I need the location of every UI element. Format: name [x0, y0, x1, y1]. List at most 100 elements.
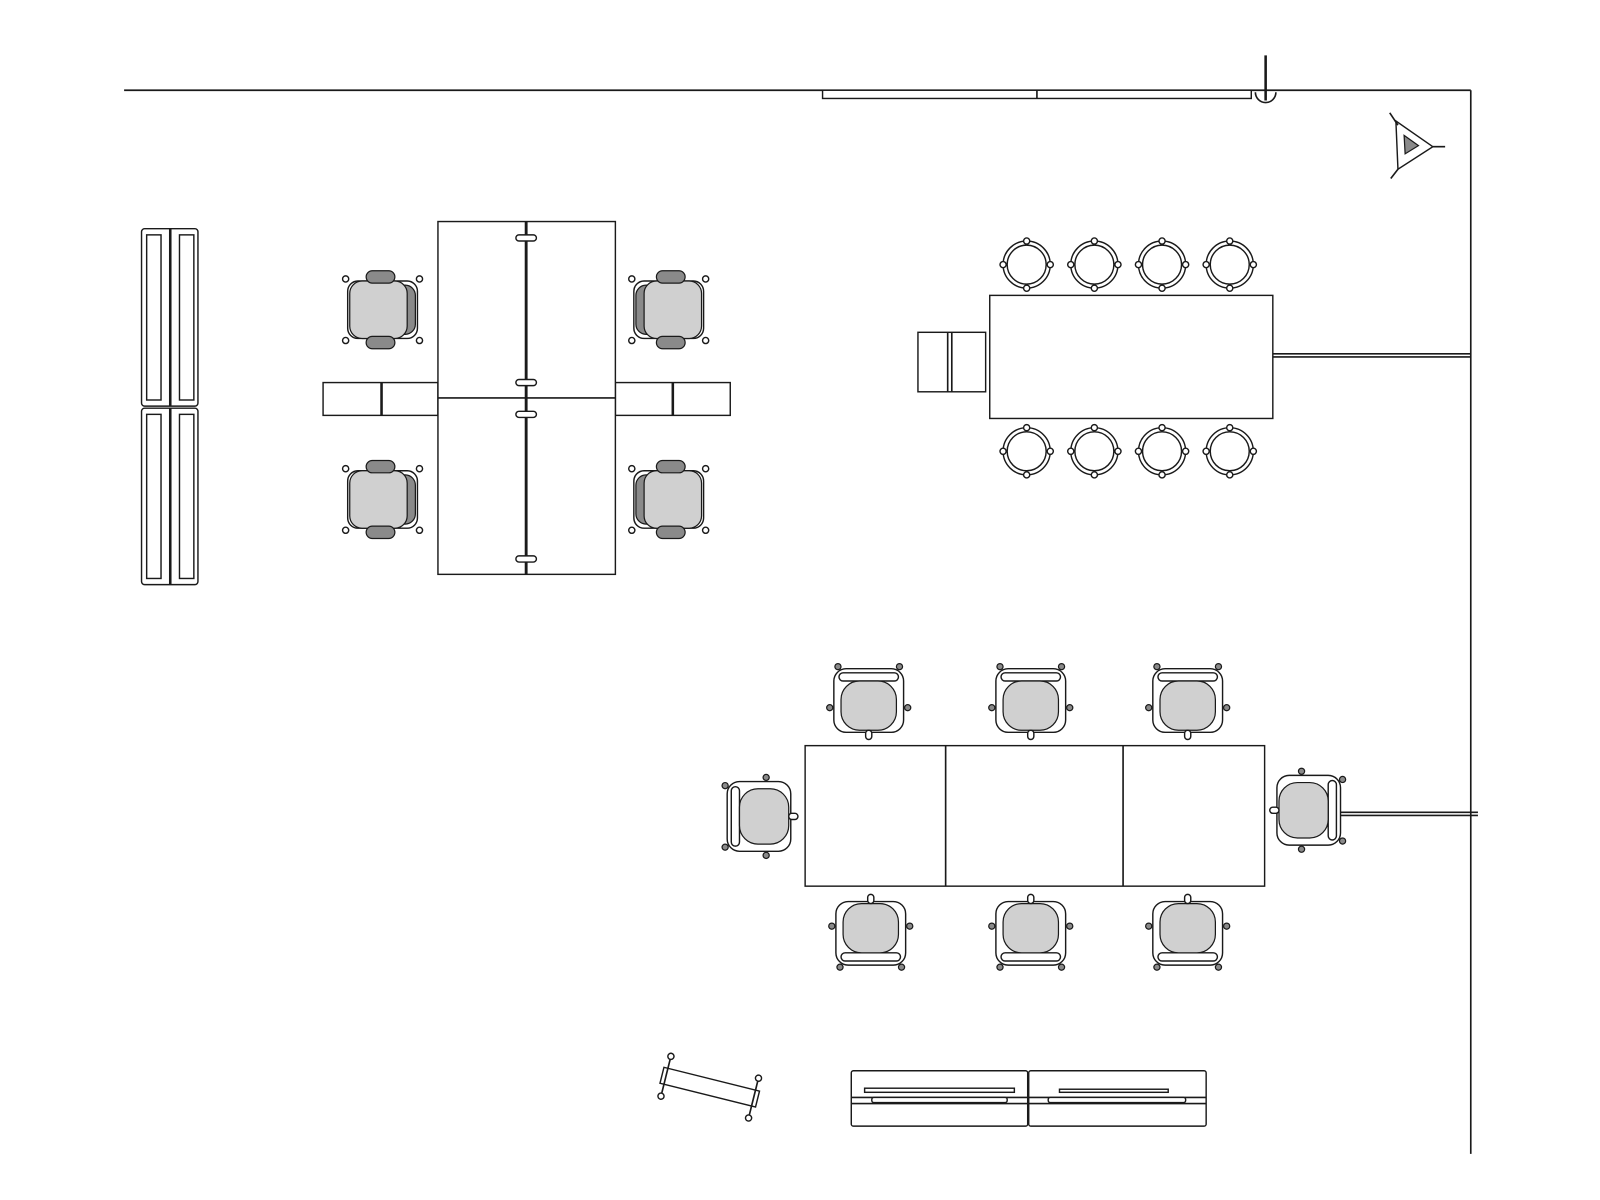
credenza-handle	[871, 1096, 1008, 1104]
round-chair[interactable]	[1066, 423, 1122, 479]
meeting-chair[interactable]	[1269, 767, 1347, 853]
round-chair[interactable]	[1066, 237, 1122, 292]
bench-foot	[754, 1074, 763, 1082]
round-chair[interactable]	[1202, 423, 1258, 479]
chair-arm	[365, 270, 396, 284]
chair-back	[1327, 779, 1338, 841]
chair-back	[838, 672, 900, 682]
chair-glide	[1134, 447, 1143, 456]
door-swing	[1254, 92, 1277, 104]
screen-clip	[515, 234, 538, 242]
chair-glide	[999, 447, 1007, 456]
chair-caster	[836, 963, 844, 971]
meeting-chair[interactable]	[826, 662, 912, 741]
chair-glide	[1158, 284, 1166, 292]
chair-caster	[341, 526, 350, 535]
meeting-chair[interactable]	[721, 773, 799, 860]
cabinet-panel	[178, 234, 195, 401]
chair-glide	[1022, 471, 1031, 479]
chair-glide	[1066, 260, 1075, 269]
chair-caster	[762, 851, 770, 860]
conference-area-lower[interactable]	[804, 744, 1266, 887]
chair-glide	[1022, 284, 1031, 292]
media-cart	[917, 331, 987, 393]
chair-glide	[1090, 471, 1099, 479]
task-chair[interactable]	[341, 270, 424, 350]
chair-caster	[415, 275, 424, 283]
chair-caster	[701, 336, 710, 345]
chair-ring-inner	[1141, 244, 1183, 285]
chair-back	[840, 952, 902, 962]
meeting-chair[interactable]	[828, 893, 914, 971]
bench-leg	[747, 1077, 760, 1119]
chair-seat	[1159, 680, 1216, 731]
chair-caster	[1066, 703, 1074, 712]
chair-glide	[1046, 260, 1055, 269]
walls	[124, 55, 1478, 1154]
round-chair[interactable]	[1134, 237, 1190, 292]
storage-cabinets-left[interactable]	[140, 227, 199, 586]
chair-glide	[1202, 260, 1210, 269]
meeting-chair[interactable]	[1145, 662, 1231, 741]
chair-tab	[866, 893, 875, 905]
round-chair[interactable]	[1134, 423, 1190, 479]
cabinet-panel	[145, 234, 162, 401]
chair-arm	[655, 335, 686, 350]
chair-tab	[1183, 729, 1192, 741]
chair-caster	[1066, 922, 1074, 930]
task-chair[interactable]	[341, 459, 424, 540]
chair-glide	[1090, 423, 1099, 432]
tripod-lamp[interactable]	[1389, 112, 1446, 179]
chair-glide	[1046, 447, 1055, 456]
credenza[interactable]	[850, 1070, 1207, 1127]
chair-seat	[1159, 902, 1216, 954]
meeting-chair[interactable]	[988, 662, 1074, 741]
round-chair[interactable]	[1202, 237, 1258, 292]
chair-ring-inner	[1141, 431, 1183, 472]
chair-caster	[1222, 703, 1231, 712]
chair-caster	[996, 662, 1004, 671]
chair-caster	[415, 526, 424, 535]
tripod-hub	[1403, 134, 1420, 155]
cabinet-panel	[178, 413, 195, 580]
chair-glide	[1181, 260, 1190, 269]
chair-glide	[999, 260, 1007, 269]
conference-table-upper	[989, 294, 1274, 420]
chair-caster	[701, 275, 710, 283]
task-chair[interactable]	[627, 270, 710, 350]
chair-seat	[349, 470, 408, 529]
meeting-chair[interactable]	[1145, 893, 1231, 971]
bench-foot	[744, 1114, 753, 1122]
chair-caster	[826, 703, 834, 712]
workstation-cluster[interactable]	[322, 220, 731, 576]
chair-glide	[1249, 447, 1258, 456]
chair-seat	[1002, 902, 1060, 954]
round-chair[interactable]	[999, 423, 1055, 479]
chair-tab	[1269, 806, 1280, 815]
screen-clip	[515, 410, 538, 419]
screen-clip	[515, 378, 538, 387]
chair-arm	[365, 525, 396, 540]
chair-caster	[1297, 767, 1306, 775]
conference-area-upper[interactable]	[917, 294, 1274, 420]
chair-glide	[1022, 237, 1031, 245]
chair-caster	[721, 781, 729, 790]
bench-seat	[659, 1066, 761, 1108]
meeting-chair[interactable]	[988, 893, 1074, 971]
bench-leg	[660, 1056, 672, 1097]
chair-glide	[1158, 471, 1166, 479]
chair-caster	[1338, 837, 1347, 845]
chair-glide	[1066, 447, 1075, 456]
task-chair[interactable]	[627, 459, 710, 540]
bench[interactable]	[656, 1052, 763, 1122]
chair-caster	[1297, 845, 1306, 853]
round-chair[interactable]	[999, 237, 1055, 292]
chair-caster	[1145, 922, 1153, 930]
chair-caster	[1214, 662, 1223, 671]
chair-glide	[1158, 237, 1166, 245]
chair-ring-inner	[1074, 244, 1115, 285]
credenza-handle	[1047, 1096, 1187, 1104]
chair-seat	[1278, 781, 1329, 839]
chair-back	[730, 785, 741, 847]
